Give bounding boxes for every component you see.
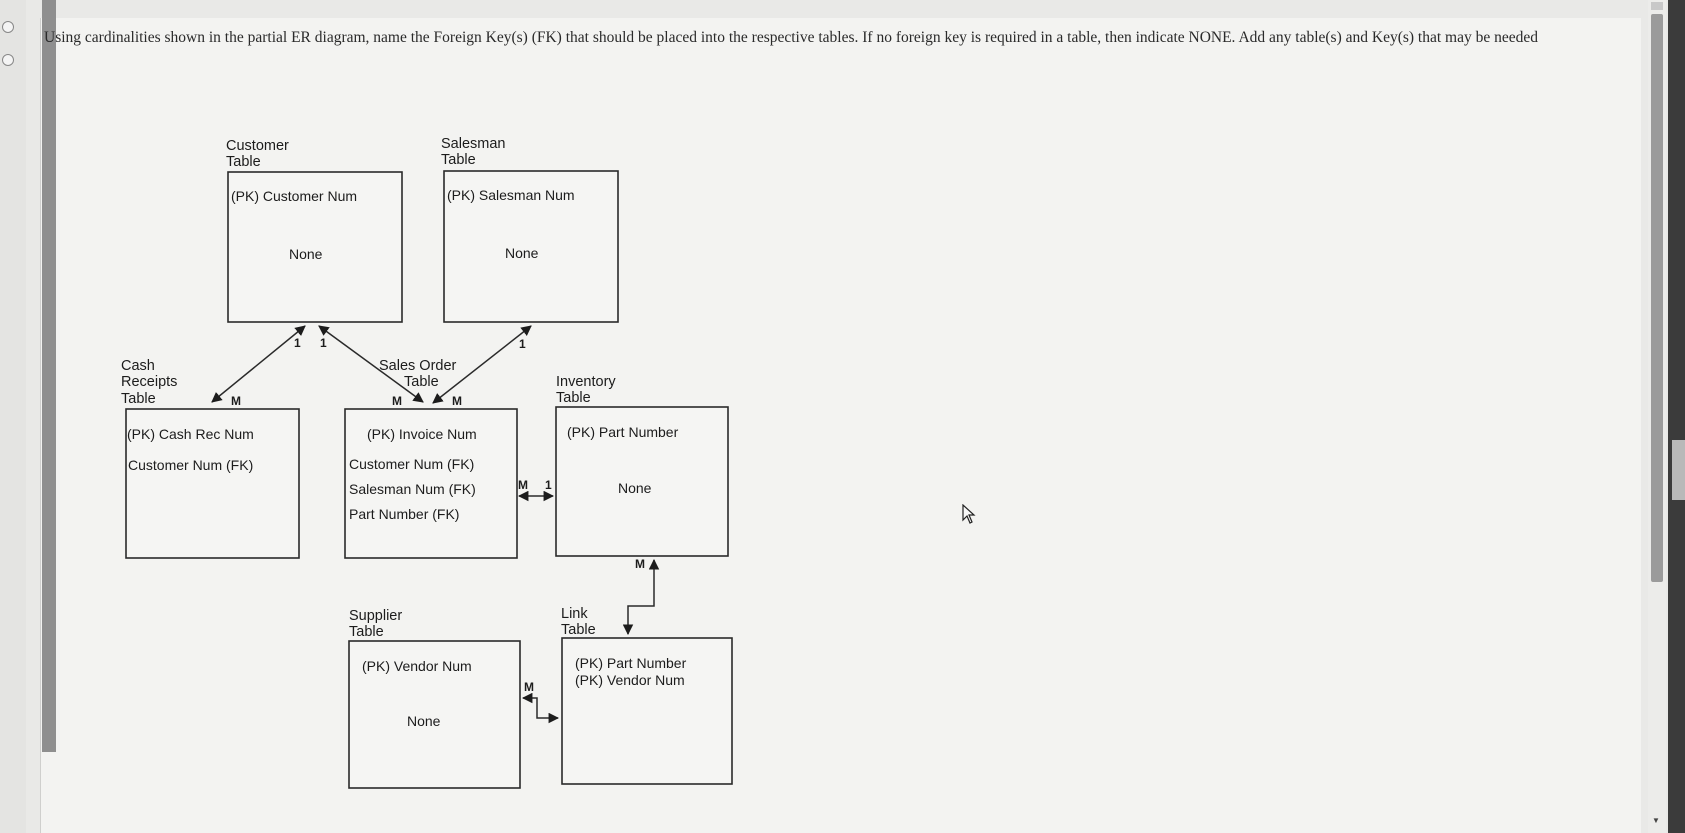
supplier-fk-none: None [407, 713, 441, 729]
card-customer-sales: 1 [320, 336, 327, 350]
customer-cash-receipts-line [211, 325, 306, 403]
question-panel [40, 18, 1641, 833]
link-pk-vendor: (PK) Vendor Num [575, 672, 685, 688]
card-sales-many-inventory: M [518, 478, 528, 492]
cash-receipts-pk: (PK) Cash Rec Num [127, 426, 254, 442]
customer-table-box [227, 171, 403, 323]
left-accent-bar [42, 0, 56, 752]
supplier-pk: (PK) Vendor Num [362, 658, 472, 674]
question-text: Using cardinalities shown in the partial… [44, 29, 1539, 46]
salesman-table-label-1: Salesman [441, 136, 505, 152]
supplier-label-1: Supplier [349, 608, 402, 624]
cash-receipts-label-2: Receipts [121, 374, 177, 390]
card-cash-many: M [231, 394, 241, 408]
scroll-up-button[interactable] [1651, 2, 1663, 10]
cash-receipts-label-1: Cash [121, 358, 155, 374]
sales-order-fk-salesman: Salesman Num (FK) [349, 481, 476, 497]
customer-table-label-1: Customer [226, 138, 289, 154]
cash-receipts-label-3: Table [121, 391, 156, 407]
inventory-link-line [622, 558, 660, 636]
left-gutter [0, 0, 26, 833]
link-table-box [561, 637, 733, 785]
screen-edge-highlight [1672, 440, 1685, 500]
card-sales-many-customer: M [392, 394, 402, 408]
scroll-down-arrow-icon[interactable]: ▼ [1652, 816, 1660, 825]
salesman-fk-none: None [505, 245, 539, 261]
supplier-link-line [521, 692, 560, 724]
radio-button-icon[interactable] [2, 54, 14, 66]
salesman-table-label-2: Table [441, 152, 476, 168]
customer-sales-order-line [318, 325, 424, 403]
sales-order-label-2: Table [404, 374, 439, 390]
card-inventory-link: M [635, 557, 645, 571]
inventory-label-1: Inventory [556, 374, 616, 390]
supplier-label-2: Table [349, 624, 384, 640]
card-inventory: 1 [545, 478, 552, 492]
sales-order-pk: (PK) Invoice Num [367, 426, 477, 442]
cash-receipts-table-box [125, 408, 300, 559]
sales-order-fk-customer: Customer Num (FK) [349, 456, 474, 472]
salesman-sales-order-line [432, 325, 532, 404]
inventory-label-2: Table [556, 390, 591, 406]
customer-fk-none: None [289, 246, 323, 262]
supplier-table-box [348, 640, 521, 789]
customer-table-label-2: Table [226, 154, 261, 170]
salesman-pk: (PK) Salesman Num [447, 187, 575, 203]
cash-receipts-fk: Customer Num (FK) [128, 457, 253, 473]
sales-order-fk-part: Part Number (FK) [349, 506, 459, 522]
card-link-supplier: M [524, 680, 534, 694]
inventory-fk-none: None [618, 480, 652, 496]
screen-edge [1668, 0, 1685, 833]
card-customer-cash: 1 [294, 336, 301, 350]
scrollbar-thumb[interactable] [1651, 14, 1663, 582]
link-label-2: Table [561, 622, 596, 638]
card-sales-many-salesman: M [452, 394, 462, 408]
link-label-1: Link [561, 606, 588, 622]
salesman-table-box [443, 170, 619, 323]
inventory-table-box [555, 406, 729, 557]
inventory-pk: (PK) Part Number [567, 424, 679, 440]
sales-order-label-1: Sales Order [379, 358, 457, 374]
card-salesman: 1 [519, 337, 526, 351]
mouse-pointer-icon [962, 503, 976, 529]
sales-order-table-box [344, 408, 518, 559]
link-pk-part: (PK) Part Number [575, 655, 687, 671]
radio-button-icon[interactable] [2, 21, 14, 33]
customer-pk: (PK) Customer Num [231, 188, 357, 204]
